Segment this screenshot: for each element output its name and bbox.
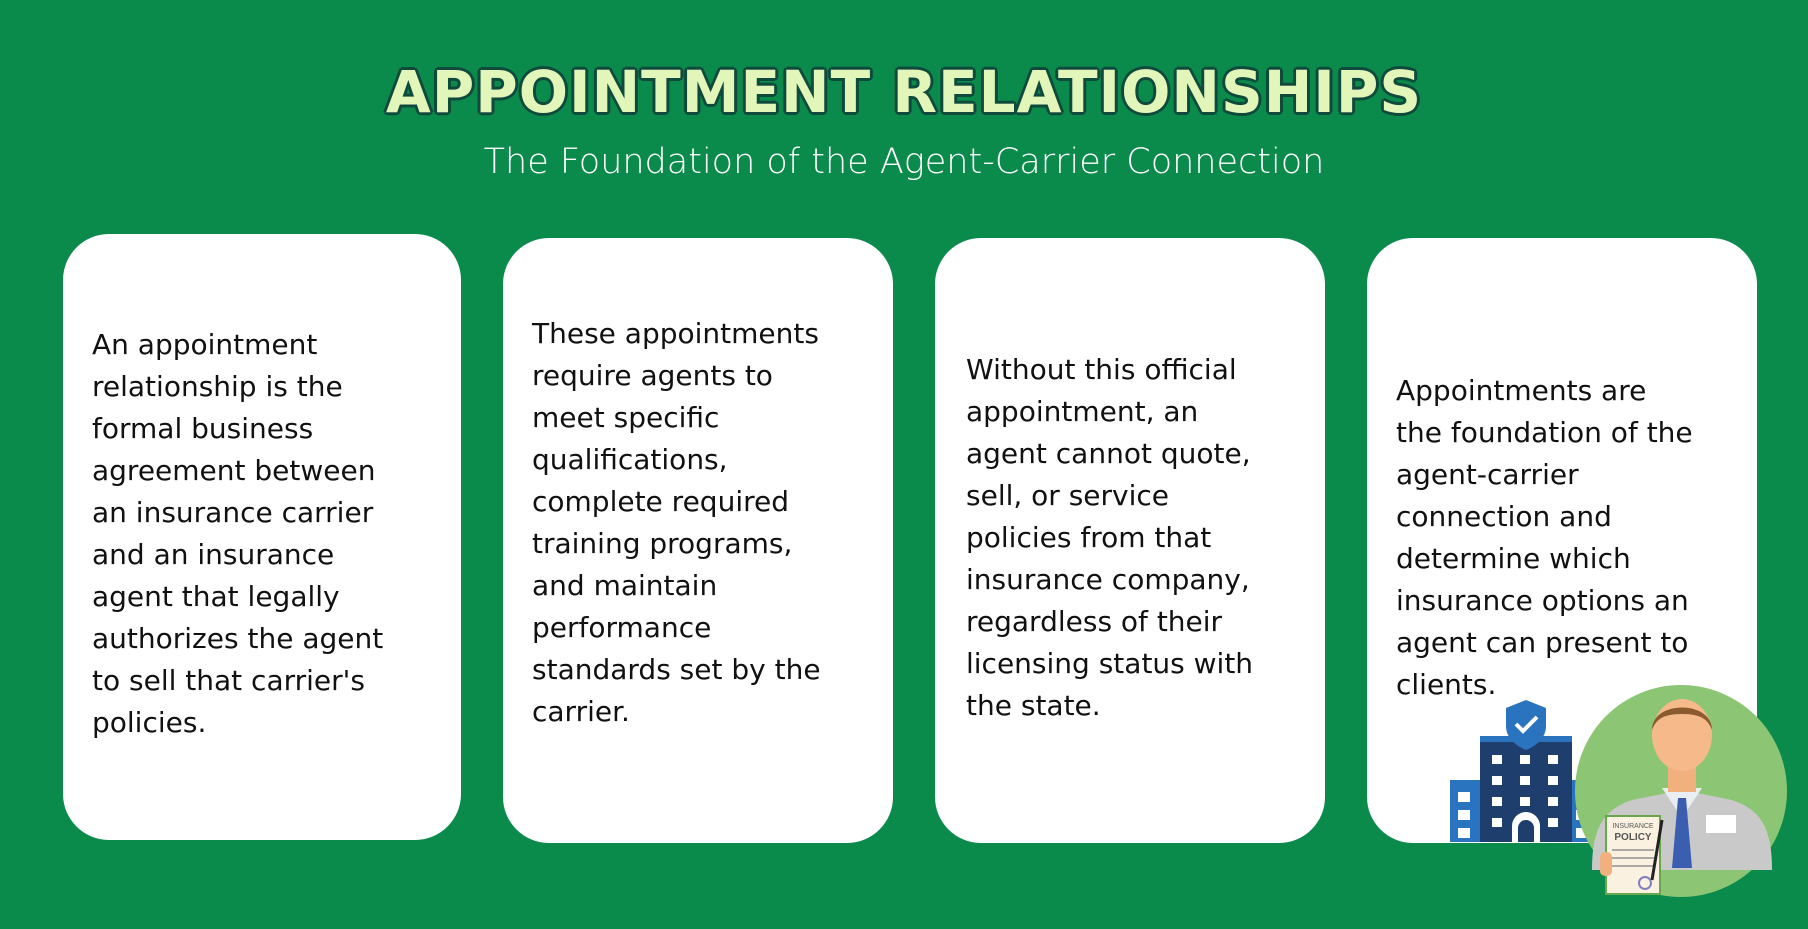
info-card-2: These appointments require agents to meet … xyxy=(503,238,893,843)
card-text-line: meet specific xyxy=(532,401,720,434)
insurance-agent-illustration: INSURANCE POLICY xyxy=(1450,685,1787,897)
card-text-line: standards set by the xyxy=(532,653,821,686)
card-text-line: agent that legally xyxy=(92,580,340,613)
card-text-line: policies. xyxy=(92,706,207,739)
card-text-line: training programs, xyxy=(532,527,793,560)
document-subtitle: POLICY xyxy=(1614,832,1652,843)
card-text-line: authorizes the agent xyxy=(92,622,384,655)
card-text-line: regardless of their xyxy=(966,605,1223,638)
card-text-line: the foundation of the xyxy=(1396,416,1693,449)
info-card-4: Appointments are the foundation of the age… xyxy=(1367,238,1757,843)
page-subtitle: The Foundation of the Agent-Carrier Conn… xyxy=(483,142,1325,182)
card-text-line: insurance options an xyxy=(1396,584,1689,617)
card-text-line: formal business xyxy=(92,412,314,445)
card-text-line: performance xyxy=(532,611,712,644)
card-text-line: policies from that xyxy=(966,521,1212,554)
card-text-line: An appointment xyxy=(92,328,318,361)
document-title: INSURANCE xyxy=(1612,823,1654,830)
card-text-line: an insurance carrier xyxy=(92,496,374,529)
card-text-line: to sell that carrier's xyxy=(92,664,365,697)
card-text-line: agent can present to xyxy=(1396,626,1689,659)
card-text-line: clients. xyxy=(1396,668,1497,701)
card-text-line: Appointments are xyxy=(1396,374,1647,407)
page-title: APPOINTMENT RELATIONSHIPS xyxy=(385,58,1423,126)
info-card-3: Without this official appointment, an agen… xyxy=(935,238,1325,843)
card-text-line: require agents to xyxy=(532,359,773,392)
card-text-line: complete required xyxy=(532,485,790,518)
card-text-line: licensing status with xyxy=(966,647,1254,680)
card-text-line: connection and xyxy=(1396,500,1612,533)
info-card-1: An appointment relationship is the formal … xyxy=(63,234,461,840)
card-text-line: and maintain xyxy=(532,569,718,602)
card-text-line: relationship is the xyxy=(92,370,343,403)
card-text: Appointments are the foundation of the age… xyxy=(1396,370,1693,706)
card-text-line: These appointments xyxy=(532,317,819,350)
card-text-line: agreement between xyxy=(92,454,376,487)
card-text-line: sell, or service xyxy=(966,479,1170,512)
card-text: Without this official appointment, an agen… xyxy=(966,349,1253,727)
card-text-line: the state. xyxy=(966,689,1101,722)
shield-check-icon xyxy=(1506,700,1546,750)
card-text-line: qualifications, xyxy=(532,443,728,476)
card-text-line: agent-carrier xyxy=(1396,458,1579,491)
card-text-line: agent cannot quote, xyxy=(966,437,1251,470)
card-text-line: and an insurance xyxy=(92,538,335,571)
pen-icon xyxy=(1650,819,1664,881)
insurance-policy-document: INSURANCE POLICY xyxy=(1600,815,1664,895)
card-text: These appointments require agents to meet … xyxy=(532,313,821,733)
card-text-line: Without this official xyxy=(966,353,1237,386)
card-text: An appointment relationship is the formal … xyxy=(92,324,383,744)
card-text-line: appointment, an xyxy=(966,395,1199,428)
card-text-line: determine which xyxy=(1396,542,1631,575)
card-text-line: insurance company, xyxy=(966,563,1250,596)
card-text-line: carrier. xyxy=(532,695,630,728)
